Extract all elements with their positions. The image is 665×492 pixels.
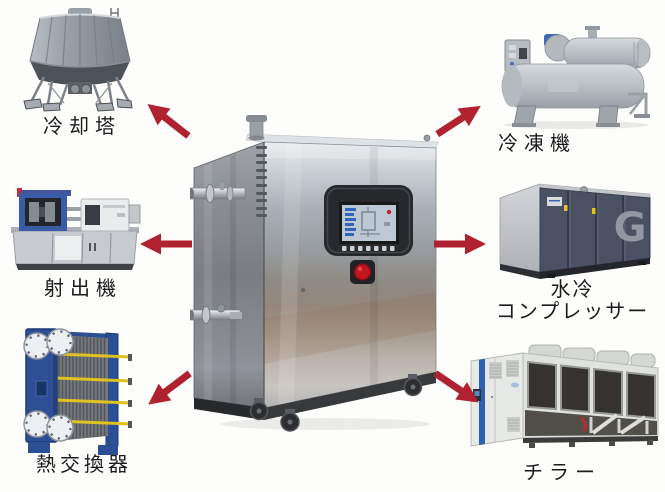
arrow-to-cooling-tower bbox=[147, 103, 191, 139]
emergency-stop-button bbox=[350, 260, 375, 284]
chiller-image bbox=[464, 337, 664, 459]
refrigerating-machine-icon bbox=[501, 26, 650, 129]
compressor-badge-letter: G bbox=[613, 205, 646, 251]
arrow-to-injection-machine bbox=[140, 233, 192, 255]
stainless-steel-control-unit-icon bbox=[190, 115, 439, 432]
refrigerating-machine-image bbox=[485, 18, 660, 130]
top-vent-pipe bbox=[246, 115, 267, 141]
water-cooled-compressor-image: G bbox=[488, 171, 660, 279]
label-chiller: チラー bbox=[523, 460, 601, 484]
arrow-to-water-cooled-compressor bbox=[434, 233, 486, 255]
injection-molding-machine-icon bbox=[10, 188, 140, 270]
water-cooled-compressor-icon: G bbox=[499, 183, 650, 279]
label-heat-exchanger: 熱交換器 bbox=[36, 452, 132, 476]
upper-pipe-fitting bbox=[190, 179, 246, 203]
control-touch-panel bbox=[324, 185, 413, 256]
arrow-to-chiller bbox=[433, 370, 479, 403]
cooling-tower-icon bbox=[22, 8, 133, 112]
center-unit-image bbox=[190, 82, 440, 432]
lower-pipe-fitting bbox=[190, 303, 242, 324]
caster-wheels bbox=[249, 374, 423, 432]
label-cooling-tower: 冷却塔 bbox=[43, 114, 121, 138]
arrow-to-refrigerating-machine bbox=[435, 105, 481, 138]
label-water-cooled-compressor: 水冷 コンプレッサー bbox=[480, 278, 665, 322]
injection-machine-image bbox=[2, 185, 147, 277]
cooling-tower-image bbox=[10, 5, 150, 115]
air-cooled-chiller-icon bbox=[470, 344, 659, 448]
arrow-to-heat-exchanger bbox=[148, 370, 192, 405]
label-injection-machine: 射出機 bbox=[44, 276, 122, 300]
label-compressor-line1: 水冷 bbox=[550, 277, 595, 301]
vent-slots bbox=[256, 146, 267, 217]
plate-heat-exchanger-icon bbox=[23, 328, 132, 455]
heat-exchanger-image bbox=[5, 324, 150, 456]
label-compressor-line2: コンプレッサー bbox=[495, 299, 650, 323]
label-refrigerating-machine: 冷凍機 bbox=[498, 131, 576, 155]
